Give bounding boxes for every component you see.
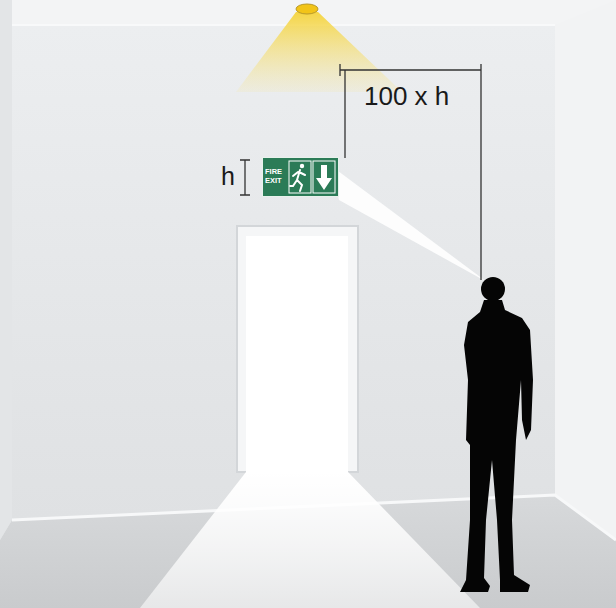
down-arrow: [316, 165, 332, 190]
arrow-frame: [313, 161, 335, 193]
door-opening: [246, 236, 348, 472]
person-head: [481, 277, 505, 301]
person-silhouette: [460, 300, 533, 592]
door-frame: [237, 226, 358, 472]
height-bracket: [240, 160, 250, 195]
runner-figure: [290, 170, 305, 191]
right-wall: [555, 0, 616, 540]
light-path: [140, 472, 480, 608]
runner-frame: [289, 161, 311, 193]
sight-line: [330, 165, 487, 282]
sign-text: FIRE EXIT: [265, 167, 289, 185]
fire-exit-sign: FIRE EXIT: [262, 157, 339, 197]
height-label: h: [221, 162, 235, 191]
ceiling-light: [296, 4, 318, 14]
distance-dimension: [340, 64, 481, 280]
distance-label: 100 x h: [364, 81, 449, 112]
light-cone: [236, 12, 402, 92]
left-wall: [0, 0, 12, 540]
runner-head: [300, 164, 304, 168]
ceiling-edge: [12, 24, 555, 26]
